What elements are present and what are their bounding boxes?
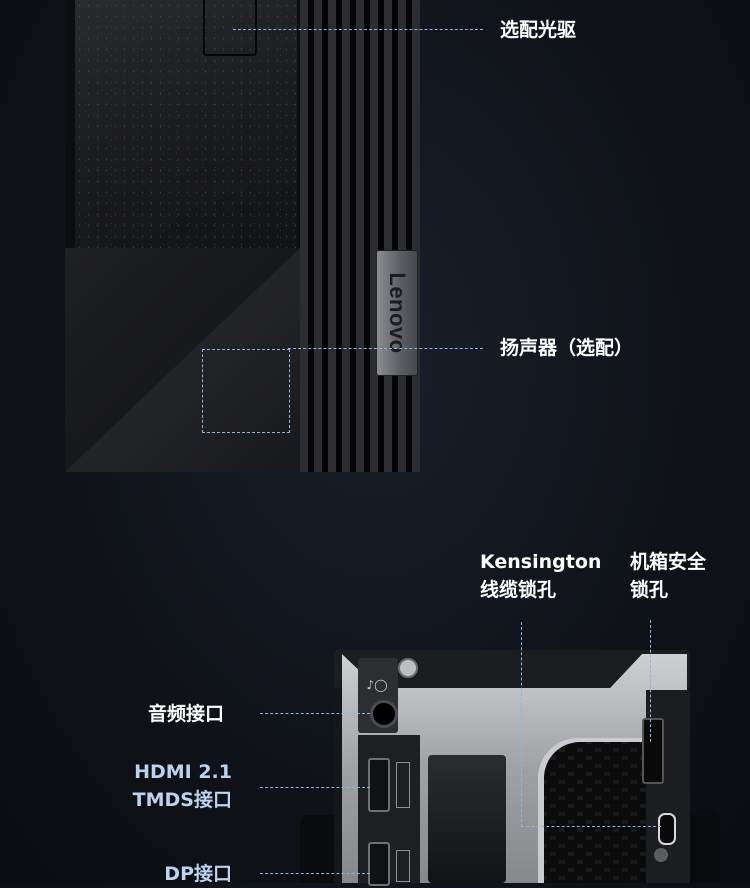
pc-front-view: Lenovo (65, 0, 420, 472)
chassis-lock-slot (642, 718, 664, 784)
rear-panel-frame: ♪◯ (334, 650, 690, 886)
rear-io-block (428, 755, 506, 883)
lenovo-badge: Lenovo (376, 250, 418, 376)
kensington-label-line2: 线缆锁孔 (480, 579, 557, 601)
hdmi-port-label-line1: HDMI 2.1 (134, 761, 232, 783)
speaker-label: 扬声器（选配） (500, 337, 634, 359)
chassis-lock-label-line1: 机箱安全 (630, 551, 707, 573)
pc-rear-view: ♪◯ (300, 650, 720, 886)
screw-icon (398, 658, 418, 678)
audio-port-label: 音频接口 (148, 703, 225, 725)
chassis-lock-callout-line (650, 620, 651, 742)
audio-port-callout-line (260, 713, 370, 714)
front-upper-panel (75, 0, 297, 250)
dp-port-callout-line (260, 873, 370, 874)
speaker-callout-line (288, 348, 483, 349)
hdmi-port (368, 758, 390, 812)
front-lower-panel (65, 248, 300, 472)
kensington-callout-horizontal (521, 826, 661, 827)
headphone-mic-icon: ♪◯ (366, 678, 388, 692)
kensington-callout-vertical (521, 622, 522, 827)
kensington-label-line1: Kensington (480, 551, 602, 573)
chassis-lock-label-line2: 锁孔 (630, 579, 669, 601)
hdmi-port-icon (396, 762, 410, 808)
small-screw-icon (654, 848, 668, 862)
kensington-lock-slot (658, 813, 676, 845)
rear-vent (538, 738, 658, 883)
hdmi-port-callout-line (260, 787, 370, 788)
audio-jack-port (370, 700, 398, 728)
dp-port (368, 842, 390, 886)
optical-drive-slot (203, 0, 257, 56)
dp-port-label: DP接口 (164, 863, 232, 885)
optical-drive-label: 选配光驱 (500, 19, 577, 41)
optical-drive-callout-line (233, 29, 483, 30)
hdmi-port-label-line2: TMDS接口 (132, 789, 232, 811)
front-grille (300, 0, 420, 472)
dp-port-icon (396, 850, 410, 882)
speaker-callout-box (202, 349, 290, 433)
lenovo-logo: Lenovo (385, 272, 410, 354)
